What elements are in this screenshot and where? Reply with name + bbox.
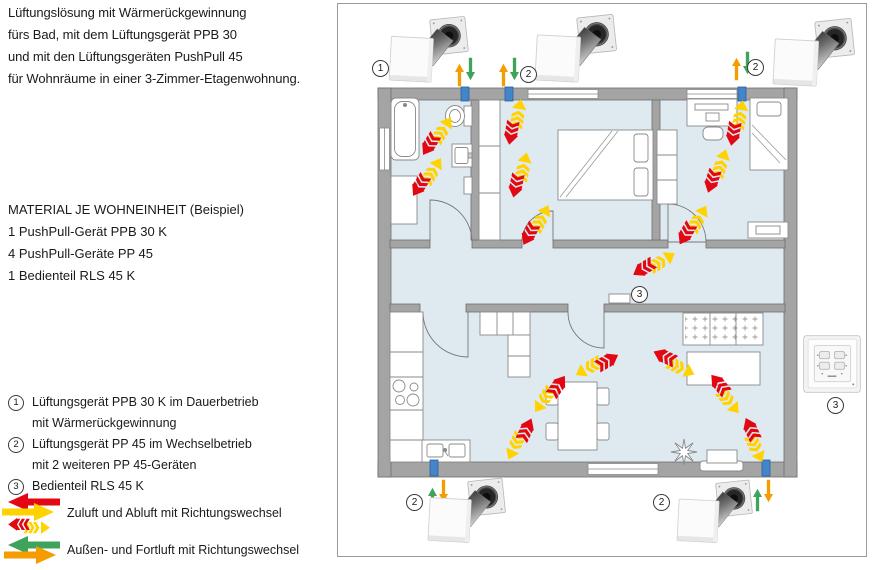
legend-outdoor-exhaust-label: Außen- und Fortluft mit Richtungswechsel — [67, 543, 300, 557]
wall-left — [377, 87, 392, 478]
device-pp45-photo — [427, 477, 506, 543]
material-item: 1 PushPull-Gerät PPB 30 K — [8, 224, 167, 239]
stove-burner — [395, 395, 405, 405]
device-pp45-photo — [772, 17, 856, 87]
key-text-1: Lüftungsgerät PPB 30 K im Dauerbetrieb m… — [32, 395, 259, 430]
chair — [545, 422, 559, 441]
vent-bedroom-2 — [737, 86, 747, 102]
key-item-2: 2 Lüftungsgerät PP 45 im Wechselbetrieb … — [8, 434, 338, 476]
marker-device-2-topright: 2 — [747, 59, 764, 76]
stove-burner — [406, 393, 420, 407]
marker-control-hallway: 3 — [631, 286, 648, 303]
door-kitchen — [422, 311, 469, 358]
key-number-2-icon: 2 — [8, 437, 24, 453]
vent-dining — [429, 459, 439, 477]
stove-burner — [392, 379, 406, 393]
coffee-table — [686, 351, 761, 386]
stove-burner — [409, 382, 419, 392]
pillow — [756, 101, 782, 117]
living-room — [670, 312, 764, 472]
bathroom-cabinet — [390, 175, 418, 225]
key-item-1: 1 Lüftungsgerät PPB 30 K im Dauerbetrieb… — [8, 392, 338, 434]
bathroom-shelf — [463, 176, 473, 195]
material-list: MATERIAL JE WOHNEINHEIT (Beispiel) 1 Pus… — [8, 199, 338, 287]
key-number-1-icon: 1 — [8, 395, 24, 411]
device-pp45-photo — [534, 13, 618, 83]
tv — [706, 449, 738, 464]
device-pp45-photo — [676, 479, 753, 544]
device-ppb30-photo — [388, 15, 469, 83]
bedroom-1 — [478, 99, 654, 241]
windows — [379, 89, 738, 475]
sideboard — [747, 221, 789, 239]
material-item: 4 PushPull-Geräte PP 45 — [8, 246, 154, 261]
desk-chair — [702, 126, 724, 141]
marker-device-2-bottomleft: 2 — [406, 494, 423, 511]
wall-corridor — [471, 239, 523, 249]
sink-basin — [426, 443, 444, 458]
dining-table — [557, 381, 598, 451]
wall-control-unit — [608, 293, 631, 304]
wall-corridor — [389, 239, 431, 249]
bathroom — [390, 97, 473, 225]
vent-bedroom-1 — [504, 86, 514, 102]
pillow — [633, 167, 649, 197]
door-living-room — [567, 311, 605, 349]
chair — [596, 422, 610, 441]
wall-vents — [429, 86, 771, 477]
key-text-3: Bedienteil RLS 45 K — [32, 479, 144, 493]
wall-corridor — [552, 239, 669, 249]
pillow — [633, 133, 649, 163]
monitor — [694, 103, 729, 111]
marker-device-2-bottomright: 2 — [653, 494, 670, 511]
key-item-3: 3 Bedienteil RLS 45 K — [8, 476, 338, 497]
marker-control-photo: 3 — [827, 397, 844, 414]
legend-supply-exhaust: Zuluft und Abluft mit Richtungswechsel — [2, 492, 282, 539]
legend-outdoor-exhaust: Außen- und Fortluft mit Richtungswechsel — [2, 536, 299, 567]
bathtub — [390, 97, 420, 161]
illustration-frame — [337, 3, 867, 557]
wardrobe — [656, 129, 678, 205]
control-unit-photo — [803, 335, 861, 393]
wall-right — [783, 87, 798, 478]
material-item: 1 Bedienteil RLS 45 K — [8, 268, 136, 283]
marker-device-1: 1 — [372, 60, 389, 77]
bedroom-2 — [656, 97, 789, 239]
door-bathroom — [429, 199, 473, 243]
wall-hallway — [389, 303, 421, 313]
toilet-tank — [463, 105, 473, 127]
sink-basin — [448, 443, 466, 458]
legend-supply-exhaust-label: Zuluft und Abluft mit Richtungswechsel — [67, 506, 282, 520]
desk — [686, 98, 738, 127]
key-number-3-icon: 3 — [8, 479, 24, 495]
keyboard — [705, 112, 720, 122]
material-title: MATERIAL JE WOHNEINHEIT (Beispiel) — [8, 202, 244, 217]
kitchen-block — [479, 311, 531, 336]
vent-bathroom — [460, 86, 470, 102]
chair — [596, 387, 610, 406]
wall-corridor — [705, 239, 786, 249]
plant — [670, 438, 698, 466]
outdoor-exhaust-arrows-icon — [4, 536, 60, 564]
wall-hallway — [465, 303, 569, 313]
component-key: 1 Lüftungsgerät PPB 30 K im Dauerbetrieb… — [8, 392, 338, 497]
key-text-2: Lüftungsgerät PP 45 im Wechselbetrieb mi… — [32, 437, 252, 472]
vent-living — [761, 459, 771, 477]
page-title: Lüftungslösung mit Wärmerückgewinnung fü… — [8, 5, 301, 86]
kitchen — [389, 311, 531, 463]
marker-device-2-top: 2 — [520, 66, 537, 83]
supply-exhaust-arrows-icon — [2, 493, 60, 534]
wardrobe — [478, 99, 501, 241]
wall-hallway — [603, 303, 786, 313]
